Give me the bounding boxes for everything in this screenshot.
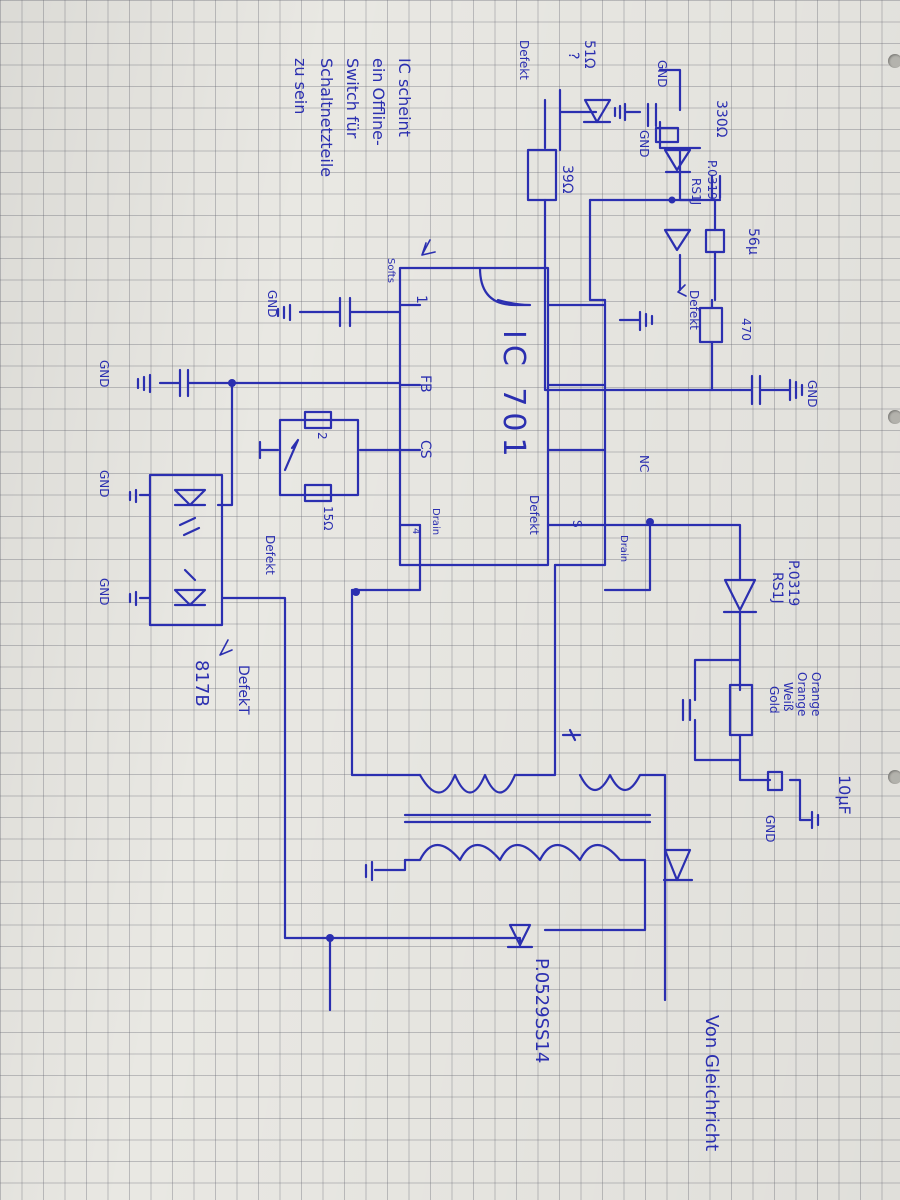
- pin-drain-right: Drain: [618, 535, 629, 563]
- gnd-label: GND: [763, 815, 777, 843]
- pin-cs: CS: [417, 440, 433, 459]
- label-diode-right: P.0319: [785, 560, 801, 607]
- zener-top: [583, 98, 612, 124]
- binder-hole: [888, 770, 900, 784]
- diode-top: [663, 148, 692, 172]
- label-band-2: Orange: [795, 672, 809, 717]
- pin1-number: 1: [413, 295, 429, 304]
- label-330: 330Ω: [713, 100, 729, 138]
- ic-label: IC 701: [496, 330, 531, 463]
- source-label: Von Gleichricht: [701, 1015, 722, 1152]
- cap-56: [704, 228, 726, 254]
- ic-notch: [478, 266, 532, 307]
- defect-label: Defekt: [687, 290, 701, 330]
- defect-label: Defekt: [263, 535, 277, 575]
- label-470: 470: [739, 318, 753, 341]
- pin1-name: Softs: [385, 258, 396, 283]
- binder-hole: [888, 54, 900, 68]
- gnd-label: GND: [97, 470, 111, 498]
- gnd-label: GND: [655, 60, 669, 88]
- defect-label: Defekt: [527, 495, 541, 535]
- label-diode-right-sub: RS1J: [769, 572, 785, 604]
- label-opto: 817B: [191, 660, 212, 707]
- defect-label: DefekT: [235, 665, 251, 715]
- gnd-label: GND: [97, 360, 111, 388]
- gnd-label: GND: [265, 290, 279, 318]
- note-line-5: zu sein: [291, 58, 310, 115]
- diode-mid: [663, 228, 692, 252]
- label-band-4: Gold: [767, 686, 781, 714]
- resistor-15: [303, 483, 333, 503]
- gnd-label: GND: [637, 130, 651, 158]
- optocoupler-817b: [148, 473, 224, 627]
- label-diode-out: P.0529SS14: [531, 958, 552, 1064]
- defect-label: Defekt: [517, 40, 531, 80]
- diode-output: [663, 848, 692, 882]
- label-39: 39Ω: [559, 165, 575, 194]
- label-10: 10μF: [835, 775, 854, 815]
- label-diode-top: P.0319: [705, 160, 719, 200]
- gnd-label: GND: [805, 380, 819, 408]
- label-15: 15Ω: [321, 506, 335, 531]
- label-band-3: Weiß: [781, 682, 795, 712]
- cap-10: [766, 770, 784, 792]
- label-band-1: Orange: [809, 672, 823, 717]
- binder-hole: [888, 410, 900, 424]
- note-line-3: Switch für: [343, 58, 362, 139]
- diode-schottky: [506, 923, 534, 949]
- label-unknown: ?: [565, 52, 581, 60]
- label-56: 56μ: [745, 228, 761, 255]
- label-51: 51Ω: [581, 40, 597, 69]
- pin-fb: FB: [417, 375, 433, 393]
- pin-s: S: [570, 520, 584, 528]
- pin4-number: 4: [410, 528, 421, 535]
- resistor-39: [526, 148, 558, 202]
- pin-drain-left: Drain: [430, 508, 441, 536]
- resistor-470: [698, 306, 724, 344]
- gnd-label: GND: [97, 578, 111, 606]
- cap-top-left: [646, 102, 658, 128]
- note-line-1: IC scheint: [395, 58, 414, 137]
- label-diode-top-sub: RS1J: [689, 178, 703, 206]
- ic-body: [398, 266, 550, 567]
- note-line-4: Schaltnetzteile: [317, 58, 336, 178]
- diode-right: [723, 578, 757, 612]
- resistor-bands: [728, 683, 754, 737]
- resistor-2: [303, 410, 333, 430]
- pin-nc: NC: [637, 455, 651, 473]
- label-2: 2: [315, 432, 329, 440]
- transformer-core: [403, 813, 652, 824]
- note-line-2: ein Offline-: [369, 58, 388, 146]
